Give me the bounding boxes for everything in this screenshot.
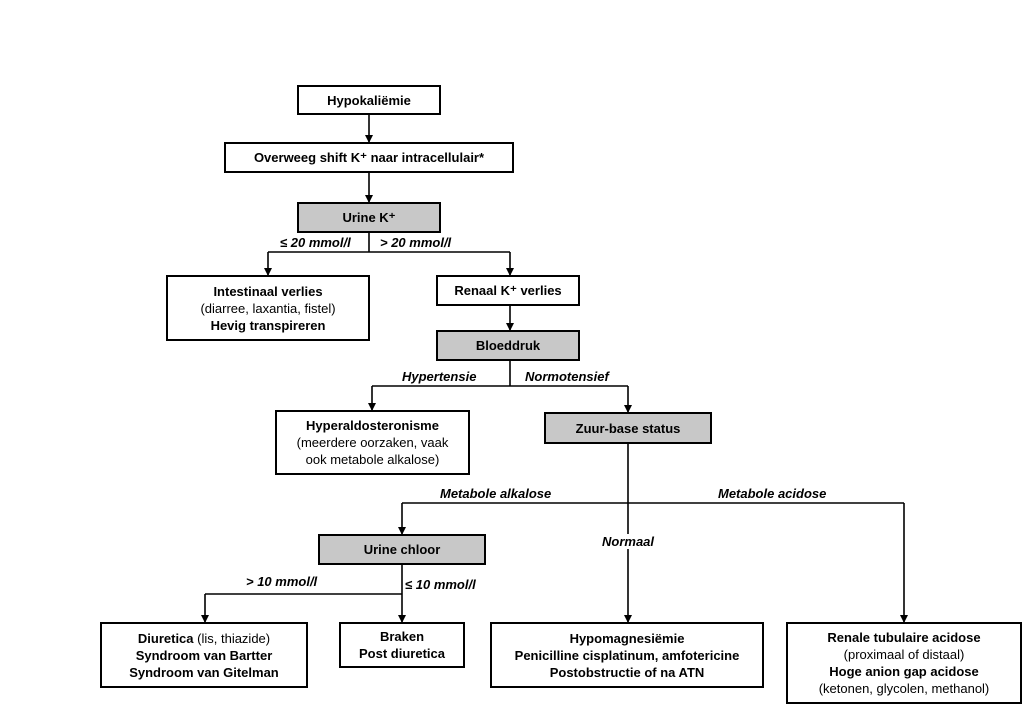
label-lte20: ≤ 20 mmol/l [280, 235, 351, 250]
label-metabole-acidose: Metabole acidose [718, 486, 827, 501]
urine-chloor-box: Urine chloor [318, 534, 486, 565]
label-normotensief: Normotensief [525, 369, 609, 384]
braken-line1: Braken [379, 629, 425, 644]
label-normaal: Normaal [600, 534, 657, 549]
hypokaliemie-box: Hypokaliëmie [297, 85, 441, 115]
diuretica-title: Diuretica [137, 630, 194, 646]
hypomagnesiemie-box: Hypomagnesiëmie Penicilline cisplatinum,… [490, 622, 764, 688]
intestinaal-box: Intestinaal verlies (diarree, laxantia, … [166, 275, 370, 341]
diuretica-line1: Diuretica (lis, thiazide) [138, 630, 270, 647]
hypomag-line2: Penicilline cisplatinum, amfotericine [514, 647, 740, 663]
hypomag-line3: Postobstructie of na ATN [549, 664, 705, 680]
zuur-base-label: Zuur-base status [575, 420, 681, 436]
urine-k-box: Urine K⁺ [297, 202, 441, 233]
diuretica-subtitle: (lis, thiazide) [193, 630, 271, 646]
bloeddruk-label: Bloeddruk [475, 338, 541, 353]
rta-line2: (proximaal of distaal) [843, 647, 965, 662]
hyperaldo-box: Hyperaldosteronisme (meerdere oorzaken, … [275, 410, 470, 475]
label-gt20: > 20 mmol/l [380, 235, 452, 250]
shift-label: Overweeg shift K⁺ naar intracellulair* [253, 150, 485, 165]
hypokaliemie-label: Hypokaliëmie [327, 92, 411, 108]
braken-box: Braken Post diuretica [339, 622, 465, 668]
diuretica-box: Diuretica (lis, thiazide) Syndroom van B… [100, 622, 308, 688]
urine-k-label: Urine K⁺ [342, 210, 396, 225]
rta-line3: Hoge anion gap acidose [829, 664, 979, 679]
label-gt10: > 10 mmol/l [246, 574, 318, 589]
intestinaal-line1: Intestinaal verlies [213, 283, 323, 299]
renaal-label: Renaal K⁺ verlies [454, 283, 562, 298]
zuur-base-box: Zuur-base status [544, 412, 712, 444]
braken-line2: Post diuretica [359, 646, 445, 661]
hyperaldo-line2: (meerdere oorzaken, vaak [296, 435, 449, 450]
hypomag-line1: Hypomagnesiëmie [569, 630, 685, 646]
rta-line1: Renale tubulaire acidose [827, 630, 981, 645]
rta-box: Renale tubulaire acidose (proximaal of d… [786, 622, 1022, 704]
rta-line4: (ketonen, glycolen, methanol) [818, 681, 990, 696]
urine-chloor-label: Urine chloor [363, 542, 441, 557]
label-metabole-alkalose: Metabole alkalose [440, 486, 552, 501]
label-hypertensie: Hypertensie [402, 369, 477, 384]
renaal-box: Renaal K⁺ verlies [436, 275, 580, 306]
diuretica-line3: Syndroom van Gitelman [129, 664, 279, 680]
intestinaal-line2: (diarree, laxantia, fistel) [200, 300, 336, 316]
hyperaldo-line3: ook metabole alkalose) [305, 452, 440, 467]
hyperaldo-line1: Hyperaldosteronisme [306, 418, 439, 433]
label-lte10: ≤ 10 mmol/l [405, 577, 476, 592]
diuretica-line2: Syndroom van Bartter [135, 647, 273, 663]
bloeddruk-box: Bloeddruk [436, 330, 580, 361]
shift-box: Overweeg shift K⁺ naar intracellulair* [224, 142, 514, 173]
intestinaal-line3: Hevig transpireren [210, 317, 326, 333]
